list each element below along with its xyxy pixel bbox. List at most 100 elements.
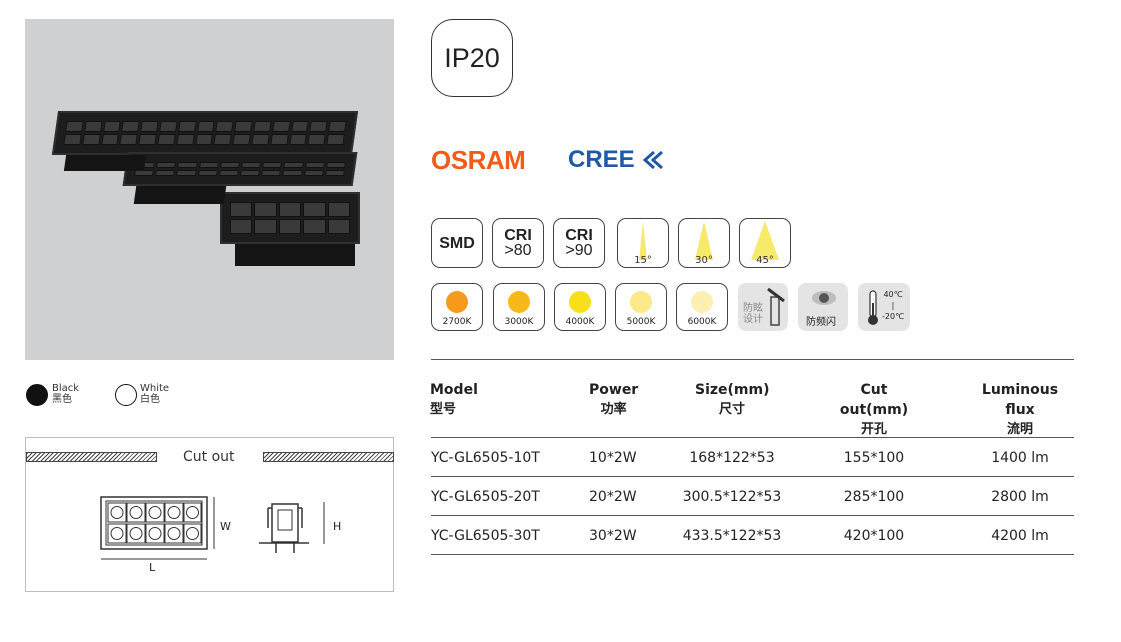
cct-6000-label: 6000K (687, 317, 717, 327)
width-label: W (220, 520, 231, 533)
cell-size: 433.5*122*53 (682, 528, 782, 544)
cct-4000-dot (569, 291, 591, 313)
beam-45-badge: 45° (739, 218, 791, 268)
reflector-cell (253, 121, 272, 132)
cri90-line2: >90 (565, 242, 593, 259)
finish-black-swatch (26, 384, 48, 406)
reflector-cell (271, 121, 291, 132)
cct-6000-badge: 6000K (676, 283, 728, 331)
cutout-front-view (100, 496, 215, 560)
height-label: H (333, 520, 342, 533)
reflector-cell (325, 162, 346, 168)
osram-logo: OSRAM (431, 145, 526, 175)
cree-logo: CREE (568, 146, 635, 173)
cell-model: YC-GL6505-20T (431, 489, 540, 505)
fixture-20t (122, 152, 358, 186)
cell-size: 168*122*53 (689, 450, 775, 466)
reflector-cell (282, 170, 303, 176)
table-bottom-rule (431, 554, 1074, 555)
reflector-cell (262, 162, 283, 168)
cell-power: 20*2W (589, 489, 637, 505)
reflector-cell (176, 134, 195, 145)
reflector-cell (119, 134, 139, 145)
length-label: L (149, 561, 156, 574)
reflector-cell (218, 170, 239, 176)
reflector-cell (327, 202, 350, 217)
reflector-cell (270, 134, 289, 145)
reflector-cell (232, 134, 251, 145)
reflector-cell (197, 170, 218, 176)
reflector-cell (82, 134, 101, 145)
reflector-cell (307, 134, 327, 145)
reflector-cell (215, 121, 234, 132)
reflector-cell (196, 121, 216, 132)
temp-high: 40℃ (883, 290, 903, 299)
reflector-cell (254, 202, 277, 217)
eye-icon (812, 291, 836, 305)
cct-6000-dot (691, 291, 713, 313)
cri80-line2: >80 (504, 242, 532, 259)
reflector-cell (155, 170, 176, 176)
reflector-cell (230, 202, 253, 217)
cutout-side-view (259, 502, 325, 553)
reflector-cell (100, 134, 120, 145)
cell-flux: 1400 lm (991, 450, 1049, 466)
anti-glare-icon: 防眩 设计 (738, 283, 788, 331)
reflector-cell (304, 162, 325, 168)
reflector-cell (327, 219, 350, 234)
reflector-cell (213, 134, 233, 145)
anti-glare-line1: 防眩 (743, 303, 763, 314)
temperature-range-icon: 40℃ | -20℃ (858, 283, 910, 331)
reflector-cell (283, 162, 304, 168)
cct-5000-badge: 5000K (615, 283, 667, 331)
smd-label: SMD (439, 234, 475, 252)
temp-low: -20℃ (882, 312, 905, 321)
cell-power: 10*2W (589, 450, 637, 466)
flicker-free-label: 防频闪 (806, 317, 836, 328)
ip-rating-text: IP20 (444, 42, 500, 73)
smd-badge: SMD (431, 218, 483, 268)
reflector-cell (240, 170, 261, 176)
reflector-cell (303, 170, 324, 176)
cell-cutout: 285*100 (843, 489, 905, 505)
reflector-cell (241, 162, 262, 168)
fixture-30t (51, 111, 359, 155)
cri90-line1: CRI (565, 227, 593, 244)
reflector-cell (157, 134, 176, 145)
cell-power: 30*2W (589, 528, 637, 544)
cutout-diagram: Cut out W L H (25, 437, 394, 592)
cct-4000-badge: 4000K (554, 283, 606, 331)
reflector-cell (278, 202, 302, 217)
reflector-cell (219, 162, 240, 168)
cell-cutout: 155*100 (843, 450, 905, 466)
cell-size: 300.5*122*53 (682, 489, 782, 505)
reflector-cell (261, 170, 282, 176)
cri80-line1: CRI (504, 227, 532, 244)
table-row-rule (431, 476, 1074, 477)
cri90-badge: CRI>90 (553, 218, 605, 268)
reflector-cell (309, 121, 328, 132)
table-top-rule (431, 359, 1074, 360)
reflector-cell (278, 219, 302, 234)
cct-3000-dot (508, 291, 530, 313)
reflector-cell (177, 121, 197, 132)
cell-cutout: 420*100 (843, 528, 905, 544)
fixture-10t-heatsink (235, 244, 355, 266)
ip-rating-badge: IP20 (431, 19, 513, 97)
fixture-20t-heatsink (133, 186, 227, 204)
beam-30-label: 30° (695, 255, 713, 266)
beam-45-label: 45° (756, 255, 774, 266)
beam-15-label: 15° (634, 255, 652, 266)
product-photo (25, 19, 394, 360)
reflector-cell (102, 121, 122, 132)
reflector-cell (121, 121, 140, 132)
flicker-free-icon: 防频闪 (798, 283, 848, 331)
cct-5000-dot (630, 291, 652, 313)
anti-glare-line2: 设计 (743, 314, 763, 325)
reflector-cell (288, 134, 308, 145)
cct-2700-badge: 2700K (431, 283, 483, 331)
person-icon (767, 287, 785, 326)
finish-white-swatch (115, 384, 137, 406)
